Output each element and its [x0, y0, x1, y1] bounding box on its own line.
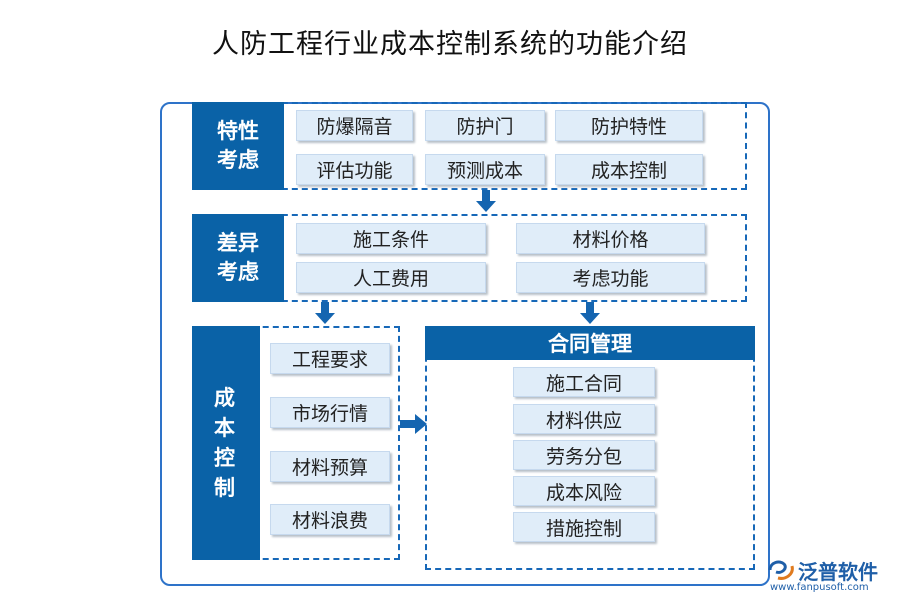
- arrow-down-icon: [580, 302, 600, 324]
- contract-item: 措施控制: [513, 512, 655, 542]
- difference-header-line2: 考虑: [217, 260, 259, 284]
- cost-control-item: 材料预算: [270, 451, 390, 482]
- feature-item: 防护特性: [555, 110, 703, 141]
- difference-item: 施工条件: [296, 223, 486, 254]
- feature-item: 防爆隔音: [296, 110, 413, 141]
- arrow-down-icon: [315, 302, 335, 324]
- feature-item: 评估功能: [296, 154, 413, 185]
- contract-item: 成本风险: [513, 476, 655, 506]
- difference-header: 差异 考虑: [192, 214, 284, 302]
- contract-item: 材料供应: [513, 404, 655, 434]
- feature-item: 预测成本: [425, 154, 545, 185]
- feature-header-line2: 考虑: [217, 148, 259, 172]
- difference-item: 人工费用: [296, 262, 486, 293]
- arrow-right-icon: [400, 414, 427, 434]
- difference-item: 材料价格: [516, 223, 705, 254]
- contract-header: 合同管理: [425, 326, 755, 360]
- brand-logo-icon: [768, 560, 794, 580]
- contract-item: 劳务分包: [513, 440, 655, 470]
- feature-item: 成本控制: [555, 154, 703, 185]
- cost-control-item: 工程要求: [270, 343, 390, 374]
- cost-control-item: 材料浪费: [270, 504, 390, 535]
- feature-header: 特性 考虑: [192, 102, 284, 190]
- brand-name: 泛普软件: [798, 560, 878, 584]
- cost-control-header: 成本控制: [192, 326, 260, 560]
- difference-item: 考虑功能: [516, 262, 705, 293]
- cost-control-item: 市场行情: [270, 397, 390, 428]
- page-title: 人防工程行业成本控制系统的功能介绍: [212, 29, 688, 60]
- brand-url: www.fanpusoft.com: [770, 582, 869, 593]
- feature-item: 防护门: [425, 110, 545, 141]
- feature-header-line1: 特性: [217, 119, 259, 143]
- difference-header-line1: 差异: [217, 231, 259, 255]
- brand-watermark: 泛普软件 www.fanpusoft.com: [762, 556, 892, 596]
- arrow-down-icon: [476, 190, 496, 212]
- contract-item: 施工合同: [513, 367, 655, 397]
